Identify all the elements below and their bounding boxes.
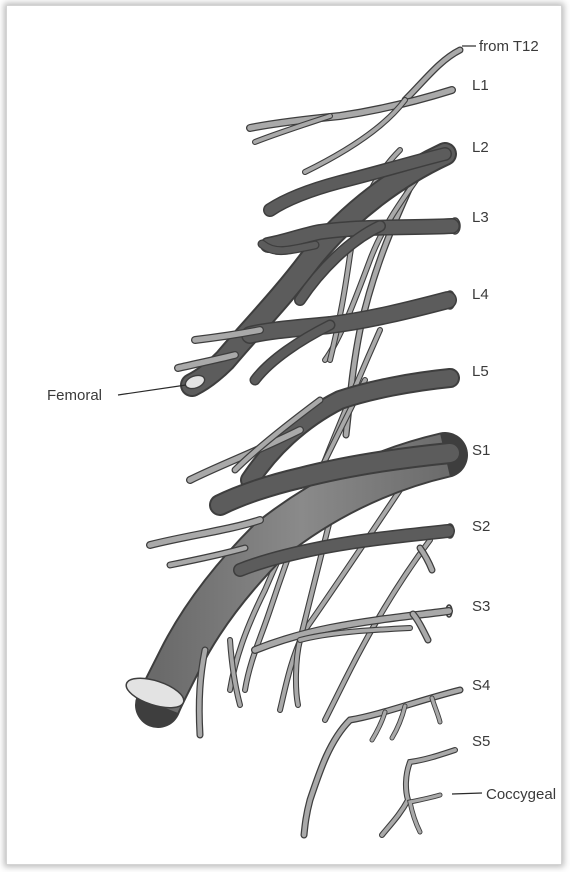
label-l4: L4 xyxy=(472,286,489,303)
label-s4: S4 xyxy=(472,677,490,694)
label-coccygeal: Coccygeal xyxy=(486,786,556,803)
label-s2: S2 xyxy=(472,518,490,535)
label-from-t12: from T12 xyxy=(479,38,539,55)
label-s3: S3 xyxy=(472,598,490,615)
label-l3: L3 xyxy=(472,209,489,226)
leader-coccygeal xyxy=(452,793,482,794)
label-l2: L2 xyxy=(472,139,489,156)
label-s1: S1 xyxy=(472,442,490,459)
label-l5: L5 xyxy=(472,363,489,380)
label-femoral: Femoral xyxy=(47,387,102,404)
leader-femoral xyxy=(118,385,186,395)
label-s5: S5 xyxy=(472,733,490,750)
label-l1: L1 xyxy=(472,77,489,94)
